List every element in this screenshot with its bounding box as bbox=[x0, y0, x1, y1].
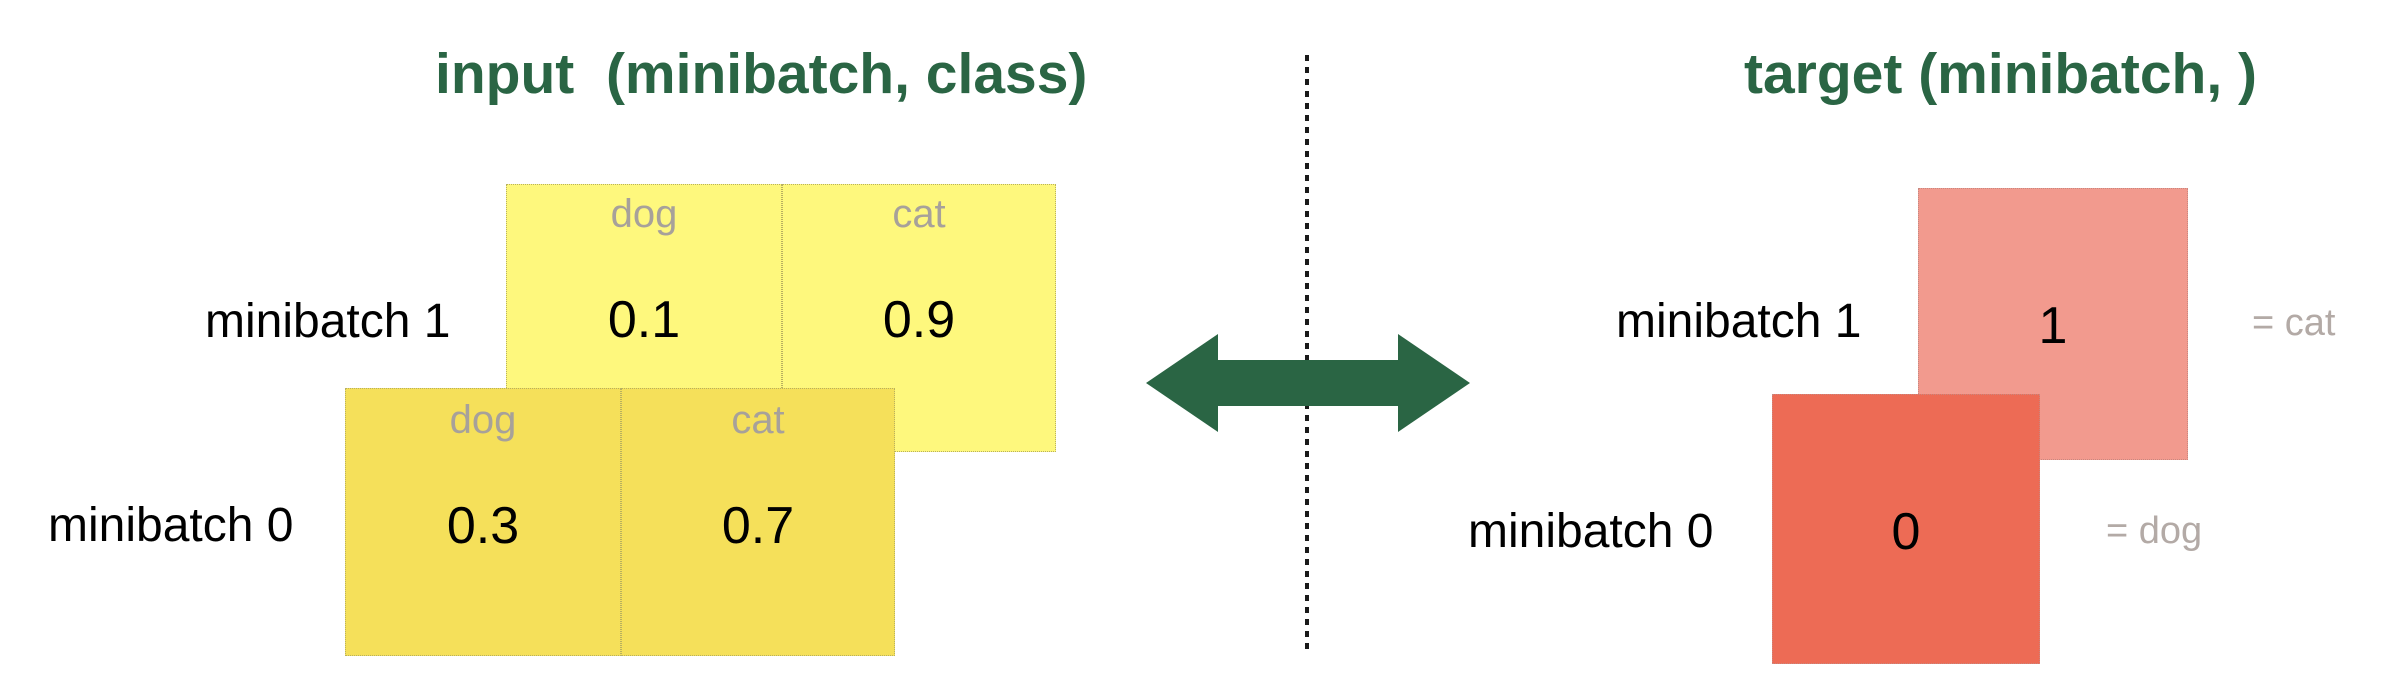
target-title: target (minibatch, ) bbox=[1744, 42, 2258, 106]
input-header-cat: cat bbox=[892, 192, 946, 236]
input-header-dog: dog bbox=[449, 398, 517, 442]
input-cell-minibatch0-cat bbox=[621, 388, 895, 656]
double-headed-arrow-icon bbox=[1146, 334, 1470, 432]
input-value-minibatch0-cat: 0.7 bbox=[721, 497, 795, 555]
target-note-dog: = dog bbox=[2106, 510, 2203, 552]
input-header-dog: dog bbox=[610, 192, 678, 236]
target-cell-minibatch0 bbox=[1772, 394, 2040, 664]
target-row-label-minibatch0: minibatch 0 bbox=[1468, 505, 1714, 558]
input-value-minibatch1-dog: 0.1 bbox=[607, 291, 681, 349]
target-value-minibatch1: 1 bbox=[2038, 297, 2068, 355]
target-value-minibatch0: 0 bbox=[1891, 503, 1921, 561]
input-value-minibatch1-cat: 0.9 bbox=[882, 291, 956, 349]
input-header-cat: cat bbox=[731, 398, 785, 442]
input-cell-minibatch0-dog bbox=[345, 388, 621, 656]
input-title: input (minibatch, class) bbox=[435, 42, 1088, 106]
input-row-label-minibatch1: minibatch 1 bbox=[205, 295, 451, 348]
target-row-label-minibatch1: minibatch 1 bbox=[1616, 295, 1862, 348]
target-note-cat: = cat bbox=[2252, 302, 2336, 344]
input-row-label-minibatch0: minibatch 0 bbox=[48, 499, 294, 552]
input-value-minibatch0-dog: 0.3 bbox=[446, 497, 520, 555]
input-cell-minibatch1-cat bbox=[782, 184, 1056, 452]
